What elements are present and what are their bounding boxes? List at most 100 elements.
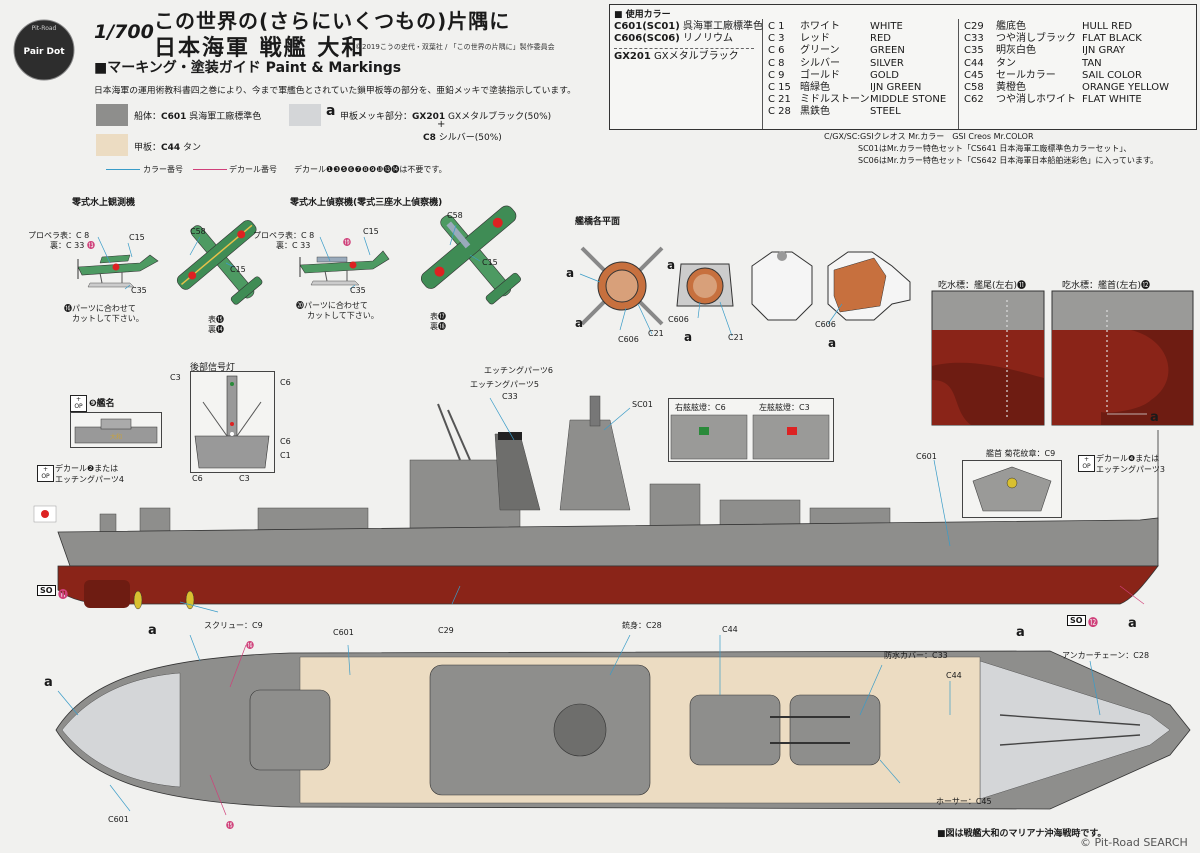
- decal-option-icon: +OP: [1078, 455, 1095, 472]
- color-en: WHITE: [870, 21, 903, 32]
- plane2-back: 裏⓲: [430, 322, 446, 331]
- waterproof-label: 防水カバー：C33: [884, 651, 948, 660]
- plane2-cut-note-1: ⓴パーツに合わせて: [296, 301, 368, 310]
- so-tag-bow: SO: [1067, 615, 1086, 626]
- color-note-3: SC06はMr.カラー特色セット「CS642 日本海軍日本船舶迷彩色」に入ってい…: [858, 156, 1159, 165]
- hawser-label: ホーサー：C45: [936, 797, 992, 806]
- bridge-title: 艦橋各平面: [575, 217, 621, 227]
- anchor-chain-label: アンカーチェーン：C28: [1062, 651, 1150, 660]
- color-en: FLAT WHITE: [1082, 94, 1142, 106]
- color-jp: 暗緑色: [800, 81, 830, 93]
- page-title: 日本海軍 戦艦 大和: [154, 36, 366, 61]
- deck-swatch: [96, 134, 128, 156]
- color-code: C35: [964, 45, 984, 57]
- color-jp: 艦底色: [996, 21, 1026, 32]
- bridge-c606-2: C606: [668, 315, 689, 324]
- draft-a: a: [1150, 410, 1159, 425]
- decal-12: ⓬: [1088, 618, 1098, 629]
- side-sc01: SC01: [632, 400, 653, 409]
- color-en: HULL RED: [1082, 21, 1133, 32]
- color-jp: タン: [996, 57, 1016, 69]
- side-c29: C29: [438, 626, 454, 635]
- prop-label-2a: プロペラ表：C 8: [253, 231, 315, 240]
- signal-title: 後部信号灯: [190, 363, 236, 373]
- bridge-a-3: a: [667, 258, 676, 272]
- color-table: ■ 使用カラー C601(SC01) 呉海軍工廠標準色 C606(SC06) リ…: [609, 4, 1197, 130]
- decal4b-label: エッチングパーツ3: [1096, 465, 1165, 474]
- divider: [762, 19, 763, 129]
- decal-note: デカール❶❸❺❻❼❽❾❿⓭⓮は不要です。: [294, 165, 447, 174]
- bridge-c606-3: C606: [815, 320, 836, 329]
- color-en: FLAT BLACK: [1082, 33, 1142, 45]
- color-en: ORANGE YELLOW: [1082, 81, 1169, 93]
- color-code: C62: [964, 94, 984, 106]
- section-title: ■マーキング・塗装ガイド Paint & Markings: [94, 60, 402, 76]
- color-jp: つや消しブラック: [996, 33, 1076, 45]
- color-entry: GX201 GXメタルブラック: [614, 51, 739, 63]
- plane1-back: 裏⓮: [208, 325, 224, 334]
- color-en: RED: [870, 33, 891, 45]
- signal-c3: C3: [170, 373, 181, 382]
- color-note-1: C/GX/SC:GSIクレオス Mr.カラー GSI Creos Mr.COLO…: [824, 132, 1034, 141]
- ship-name-inset: 大和: [70, 412, 162, 448]
- color-code: C 8: [768, 57, 785, 69]
- signal-c1: C1: [280, 451, 291, 460]
- color-code: C58: [964, 81, 984, 93]
- recon-plane-top: [420, 205, 521, 305]
- left-lamp-label: 左舷舷燈：C3: [759, 403, 810, 412]
- color-code: C44: [964, 57, 984, 69]
- draft-bow-title: 吃水標：艦首(左右)⓬: [1062, 281, 1151, 291]
- top-a-3: a: [1016, 625, 1025, 640]
- side-c33: C33: [502, 392, 518, 401]
- a-marker: a: [326, 103, 336, 119]
- color-en: STEEL: [870, 106, 901, 118]
- color-entry: C33 つや消しブラック FLAT BLACK: [964, 33, 1192, 45]
- bridge-c21-2: C21: [728, 333, 744, 342]
- decal-19: ⓳: [343, 238, 351, 247]
- plane1-c15b: C15: [230, 265, 246, 274]
- gun-barrel-label: 銃身：C28: [622, 621, 662, 630]
- draft-mark-insets: [931, 290, 1194, 426]
- emblem-label: 艦首 菊花紋章：C9: [986, 449, 1056, 458]
- top-c601: C601: [333, 628, 354, 637]
- decal-11: ⓫: [58, 590, 68, 601]
- color-jp: レッド: [800, 33, 830, 45]
- metal-legend-2: C8 シルバー(50%): [423, 133, 502, 143]
- observation-plane-top: [176, 220, 263, 305]
- color-jp: 黒鉄色: [800, 106, 830, 118]
- hull-legend: 船体：C601 呉海軍工廠標準色: [134, 112, 262, 122]
- decal-16: ⓰: [246, 641, 254, 650]
- plus-sign: +: [437, 119, 446, 130]
- color-jp: ミドルストーン: [800, 94, 870, 106]
- side-c601: C601: [916, 452, 937, 461]
- color-jp: 黄橙色: [996, 81, 1026, 93]
- bridge-a-5: a: [828, 336, 837, 350]
- plane1-front: 表⓯: [208, 315, 224, 324]
- color-jp: シルバー: [800, 57, 840, 69]
- scale-label: 1/700: [94, 21, 154, 43]
- color-jp: セールカラー: [996, 69, 1056, 81]
- color-entry: C 15 暗緑色 IJN GREEN: [768, 82, 954, 94]
- bridge-plans: [579, 246, 911, 337]
- decal-15: ⓯: [226, 821, 234, 830]
- color-code: C 15: [768, 81, 791, 93]
- color-en: GOLD: [870, 69, 899, 81]
- draft-stern-title: 吃水標：艦尾(左右)⓫: [938, 281, 1027, 291]
- bridge-c21-1: C21: [648, 329, 664, 338]
- plane2-cut-note-2: カットして下さい。: [307, 311, 379, 320]
- prop-label-1a: プロペラ表：C 8: [28, 231, 90, 240]
- signal-c3b: C3: [239, 474, 250, 483]
- side-a: a: [1128, 616, 1137, 631]
- color-entry: C58 黄橙色 ORANGE YELLOW: [964, 82, 1192, 94]
- color-code: C33: [964, 33, 984, 45]
- plane2-front: 表⓱: [430, 312, 446, 321]
- color-en: IJN GREEN: [870, 81, 922, 93]
- plane1-cut-note-2: カットして下さい。: [72, 314, 144, 323]
